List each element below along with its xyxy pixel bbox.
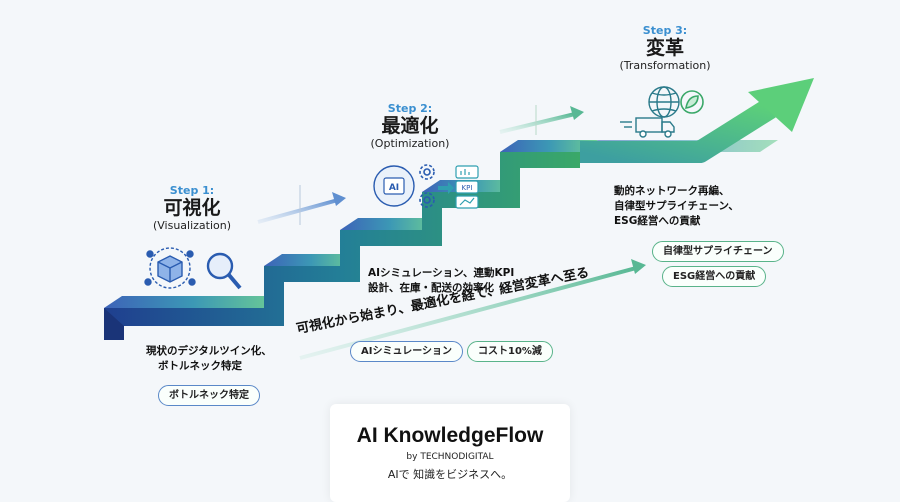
- gear-icon: [419, 164, 435, 208]
- tag-esg: ESG経営への貢献: [662, 266, 767, 287]
- step-3-title: 変革: [645, 37, 684, 59]
- step-2-title: 最適化: [381, 115, 439, 137]
- brand-byline: by TECHNODIGITAL: [406, 452, 494, 462]
- step-2-icons: AI KPI: [373, 164, 479, 209]
- step-3-label: Step 3:: [642, 24, 688, 37]
- step-3-subtitle: (Transformation): [619, 59, 711, 72]
- cube-network-icon: [144, 247, 196, 289]
- guide-arrow-2: [499, 106, 584, 134]
- step-1-icons: [144, 247, 242, 290]
- kpi-chart-icon: [455, 165, 479, 209]
- ai-brain-icon: AI: [373, 165, 415, 207]
- tag-cost-reduction: コスト10%減: [467, 341, 553, 362]
- tag-ai-simulation: AIシミュレーション: [350, 341, 464, 362]
- arrow-icon: [438, 182, 454, 194]
- step-2-description: AIシミュレーション、連動KPI 設計、在庫・配送の効率化: [368, 267, 515, 294]
- tag-bottleneck: ボトルネック特定: [158, 385, 260, 406]
- step-1-subtitle: (Visualization): [152, 219, 232, 232]
- step-3-description: 動的ネットワーク再編、 自律型サプライチェーン、 ESG経営への貢献: [614, 185, 739, 227]
- step-3-header: Step 3: 変革 (Transformation): [605, 24, 725, 72]
- ai-icon-text: AI: [389, 183, 399, 193]
- kpi-icon-text: KPI: [462, 184, 473, 192]
- step-2-header: Step 2: 最適化 (Optimization): [360, 102, 460, 150]
- truck-icon: [620, 117, 675, 138]
- magnifier-icon: [206, 252, 242, 290]
- upward-arrow-icon: [580, 78, 814, 163]
- leaf-icon: [680, 90, 704, 114]
- step-1-description: 現状のデジタルツイン化、 ボトルネック特定: [146, 345, 272, 372]
- brand-name: AI KnowledgeFlow: [356, 424, 544, 447]
- step-1-title: 可視化: [163, 197, 221, 219]
- step-3-icons: [620, 86, 704, 138]
- step-1-header: Step 1: 可視化 (Visualization): [142, 184, 242, 232]
- step-2-label: Step 2:: [387, 102, 433, 115]
- brand-tagline: AIで 知識をビジネスへ。: [387, 468, 513, 481]
- brand-card: AI KnowledgeFlow by TECHNODIGITAL AIで 知識…: [330, 404, 570, 502]
- step-1-label: Step 1:: [169, 184, 215, 197]
- tag-autonomous-supply-chain: 自律型サプライチェーン: [652, 241, 784, 262]
- guide-arrow-1: [257, 192, 346, 224]
- step-2-subtitle: (Optimization): [370, 137, 450, 150]
- globe-icon: [648, 86, 680, 118]
